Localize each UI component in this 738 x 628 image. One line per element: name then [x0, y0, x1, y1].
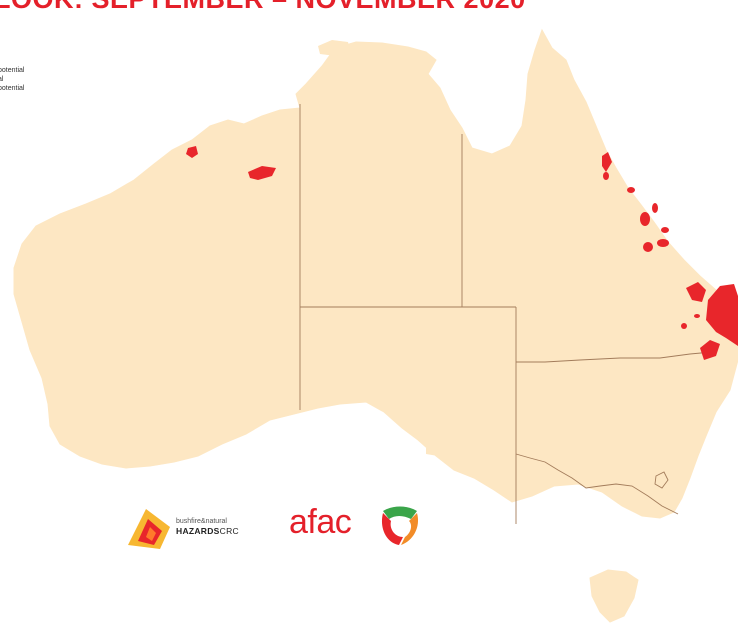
above-normal-fire-potential-areas	[186, 146, 738, 360]
melville-island	[318, 40, 350, 56]
legend-item-normal: al	[0, 76, 4, 83]
bnhcrc-logo: bushfire&natural HAZARDSCRC	[124, 505, 284, 551]
fire-area-kimberley-2	[248, 166, 276, 180]
afac-emblem-icon	[381, 506, 419, 545]
tasmania	[589, 569, 639, 623]
fire-area-qld-4	[640, 212, 650, 226]
legend: potential al potential	[0, 66, 24, 93]
fire-area-qld-9	[681, 323, 687, 329]
fire-area-qld-10	[694, 314, 700, 318]
bnhcrc-flame-icon	[128, 509, 170, 549]
bnhcrc-line1: bushfire&natural	[176, 518, 227, 525]
legend-item-above-normal: potential	[0, 67, 25, 74]
fire-area-qld-central	[686, 282, 706, 302]
afac-wordmark: afac	[289, 503, 352, 541]
fire-area-kimberley-1	[186, 146, 198, 158]
bnhcrc-line2: HAZARDSCRC	[176, 526, 239, 536]
bnhcrc-hazards: HAZARDS	[176, 526, 220, 536]
fire-area-qld-7	[657, 239, 669, 247]
state-borders	[299, 104, 713, 524]
border-qld-nsw	[516, 351, 713, 363]
border-nsw-vic	[515, 453, 679, 515]
australia-mainland	[13, 28, 738, 519]
fire-area-qld-se	[706, 284, 738, 346]
map-title: LOOK: SEPTEMBER – NOVEMBER 2020	[0, 0, 526, 15]
fire-area-qld-2	[603, 172, 609, 180]
fire-area-qld-north	[602, 152, 612, 172]
fire-area-qld-8	[643, 242, 653, 252]
legend-item-below-normal: potential	[0, 85, 25, 92]
kangaroo-island	[426, 444, 448, 456]
fire-area-qld-3	[627, 187, 635, 193]
border-act	[654, 471, 669, 489]
afac-logo: afac	[289, 503, 429, 547]
bnhcrc-crc: CRC	[219, 526, 239, 536]
fire-area-qld-5	[652, 203, 658, 213]
fire-area-qld-nsw-border	[700, 340, 720, 360]
fire-area-qld-6	[661, 227, 669, 233]
